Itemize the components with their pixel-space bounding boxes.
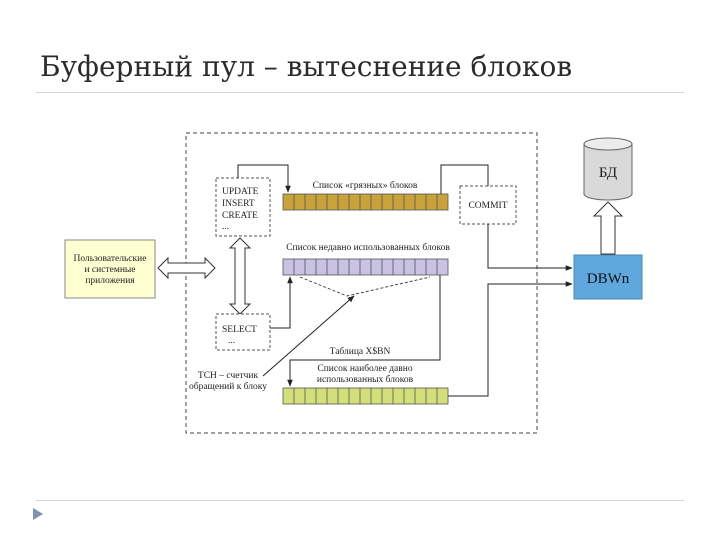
recent-dashed-cross: [299, 276, 431, 297]
tch-label-line-1: TCH – счетчик: [198, 371, 259, 381]
update-select-arrow: [228, 237, 252, 315]
lru-to-dbwn-arrow: [448, 281, 573, 397]
dirty-list-label: Список «грязных» блоков: [313, 180, 418, 191]
dbwn-box: DBWn: [573, 254, 643, 300]
footer-divider: [36, 500, 684, 501]
update-line-4: ...: [222, 222, 229, 232]
select-box: SELECT ...: [215, 313, 271, 351]
tch-label-line-2: обращений к блоку: [189, 381, 267, 392]
dirty-list: [282, 193, 449, 211]
apps-line-3: приложения: [85, 276, 135, 286]
dbwn-label: DBWn: [587, 271, 630, 287]
update-line-3: CREATE: [222, 211, 258, 221]
lru-list-label-2: использованных блоков: [317, 374, 414, 385]
recent-list: [282, 258, 449, 276]
commit-to-dbwn-arrow: [487, 224, 573, 271]
select-line-1: SELECT: [222, 325, 257, 335]
db-label: БД: [599, 165, 617, 181]
apps-link-arrow: [157, 256, 216, 280]
slide-nav-bullet-icon: [33, 508, 43, 520]
lru-list-label-1: Список наиболее давно: [317, 363, 412, 374]
title-divider: [36, 92, 684, 93]
database-cylinder: БД: [583, 137, 633, 201]
recent-list-label: Список недавно использованных блоков: [286, 242, 450, 253]
lru-list: [282, 387, 449, 405]
select-line-2: ...: [228, 336, 235, 346]
recent-to-lru-line: [287, 275, 441, 387]
commit-label: COMMIT: [468, 201, 507, 211]
slide-title: Буферный пул – вытеснение блоков: [40, 50, 573, 83]
xsbn-label: Таблица X$BN: [330, 346, 391, 357]
apps-line-2: и системные: [84, 265, 135, 275]
tch-pointer: [262, 295, 355, 377]
commit-box: COMMIT: [459, 185, 517, 225]
update-line-1: UPDATE: [222, 187, 259, 197]
update-line-2: INSERT: [222, 199, 255, 209]
apps-line-1: Пользовательские: [74, 254, 147, 264]
applications-box: Пользовательские и системные приложения: [64, 239, 156, 299]
update-box: UPDATE INSERT CREATE ...: [215, 177, 271, 237]
update-to-dirty-arrow: [237, 164, 291, 193]
dirty-to-commit-line: [440, 164, 489, 194]
buffer-pool-frame: [185, 132, 538, 434]
dbwn-to-db-arrow: [592, 201, 624, 255]
select-to-recent-arrow: [270, 276, 293, 329]
